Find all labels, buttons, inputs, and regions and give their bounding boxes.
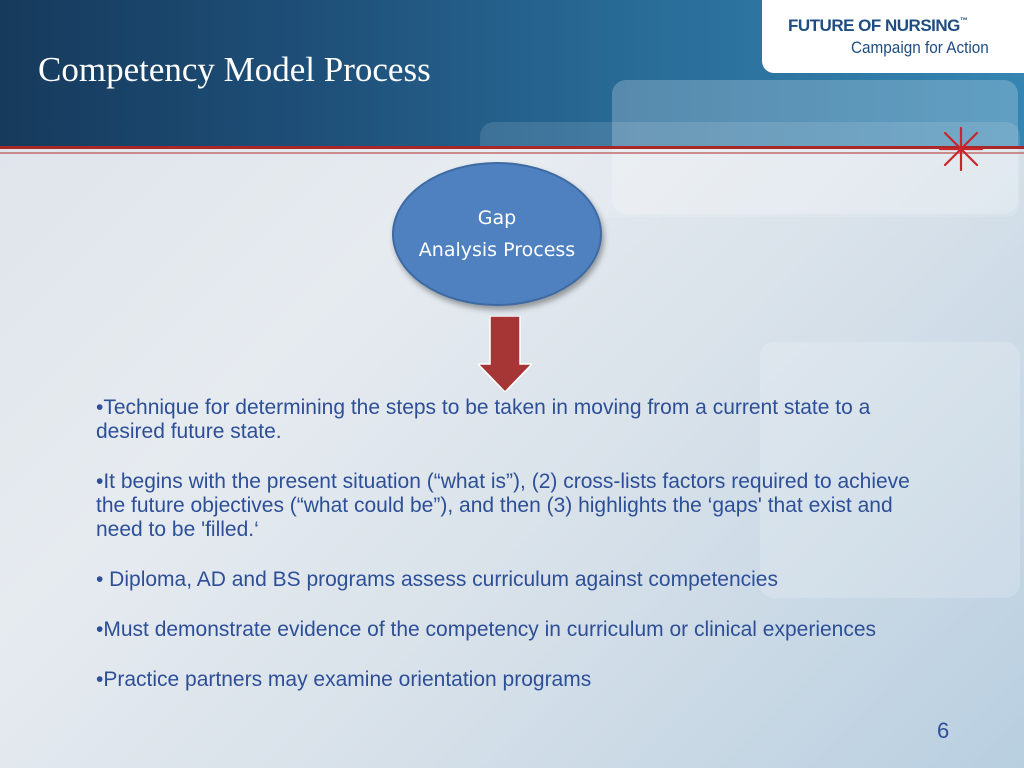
page-number: 6 bbox=[937, 718, 950, 743]
logo-line-1: FUTURE OF NURSING™ bbox=[788, 16, 968, 36]
logo-line-2: Campaign for Action bbox=[851, 38, 989, 57]
decorative-panel bbox=[760, 342, 1020, 598]
star-burst-icon bbox=[938, 126, 984, 172]
slide-title: Competency Model Process bbox=[38, 50, 431, 89]
ellipse-label-line-2: Analysis Process bbox=[418, 239, 576, 261]
bullet-item: •Practice partners may examine orientati… bbox=[96, 668, 592, 691]
gap-analysis-ellipse: Gap Analysis Process bbox=[392, 162, 602, 306]
logo-text-main: FUTURE OF NURSING bbox=[788, 16, 960, 35]
logo: FUTURE OF NURSING™ Campaign for Action bbox=[762, 0, 1024, 73]
bullet-list: •Technique for determining the steps to … bbox=[96, 396, 926, 718]
header-rule bbox=[0, 146, 1024, 149]
bullet-item: •Must demonstrate evidence of the compet… bbox=[96, 618, 877, 641]
logo-trademark: ™ bbox=[959, 16, 968, 25]
bullet-item: •It begins with the present situation (“… bbox=[96, 470, 910, 541]
header-rule-secondary bbox=[0, 152, 1024, 154]
down-arrow-icon bbox=[478, 316, 532, 392]
bullet-item: • Diploma, AD and BS programs assess cur… bbox=[96, 568, 778, 591]
ellipse-label-line-1: Gap bbox=[477, 207, 517, 229]
bullet-item: •Technique for determining the steps to … bbox=[96, 396, 871, 443]
